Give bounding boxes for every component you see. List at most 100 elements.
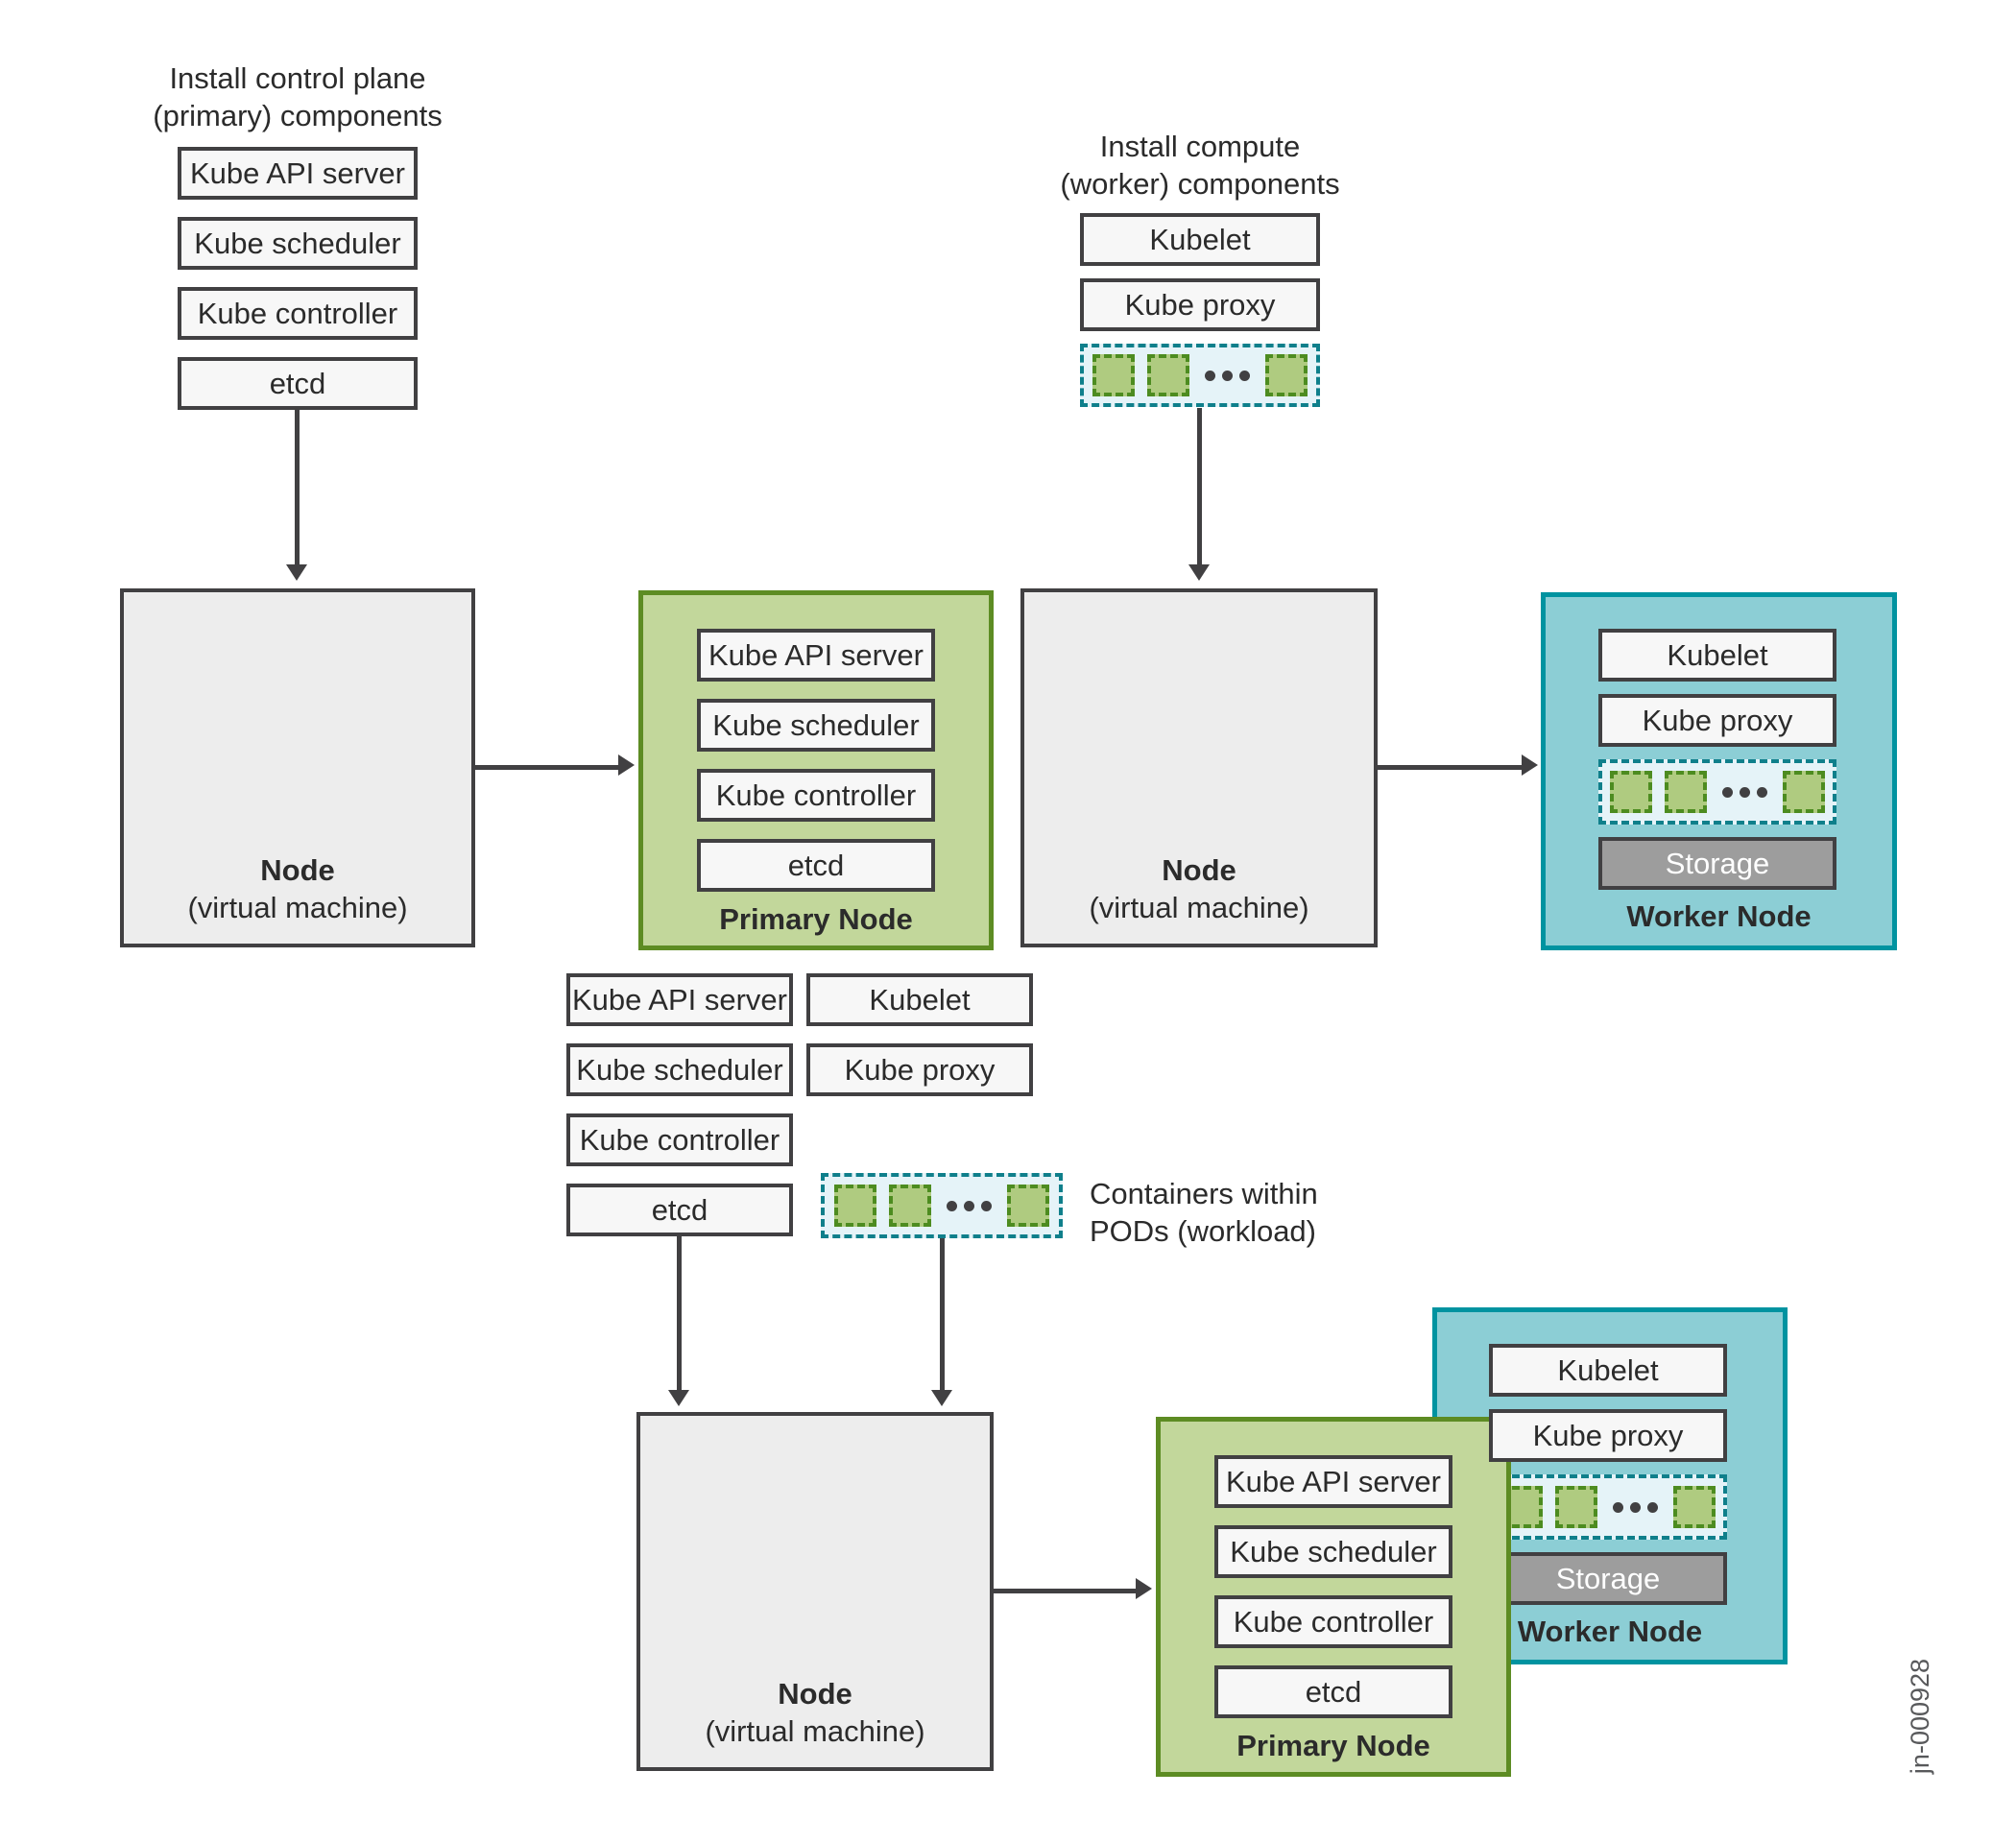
node-2-label: Node (virtual machine) bbox=[1024, 851, 1374, 926]
dot bbox=[981, 1200, 992, 1211]
primary-node-1-components: Kube API server Kube scheduler Kube cont… bbox=[697, 629, 935, 892]
node-3-virtual-machine: Node (virtual machine) bbox=[636, 1412, 994, 1771]
node-2-title: Node bbox=[1162, 853, 1236, 887]
arrow-node3-to-primary-head bbox=[1136, 1578, 1152, 1599]
arrow-worker-stack-to-node-head bbox=[1188, 564, 1210, 581]
worker-node-2-components: Kubelet Kube proxy Storage bbox=[1489, 1344, 1727, 1617]
component-box-etcd: etcd bbox=[178, 357, 418, 410]
worker-node-1-label: Worker Node bbox=[1626, 899, 1812, 933]
component-box-kube-api-server: Kube API server bbox=[178, 147, 418, 200]
figure-id: jn-000928 bbox=[1906, 1658, 1934, 1775]
node-3-subtitle: (virtual machine) bbox=[705, 1714, 925, 1748]
pod-icon bbox=[1147, 354, 1189, 396]
dot bbox=[1613, 1501, 1623, 1513]
dot bbox=[1757, 786, 1767, 798]
node-1-label: Node (virtual machine) bbox=[124, 851, 471, 926]
primary-node-2-label: Primary Node bbox=[1236, 1729, 1430, 1762]
pod-icon bbox=[1555, 1486, 1597, 1528]
component-box-etcd: etcd bbox=[697, 839, 935, 892]
arrow-pods-to-node3-head bbox=[931, 1390, 952, 1406]
dot bbox=[1222, 370, 1233, 381]
worker-node-1-components: Kubelet Kube proxy Storage bbox=[1598, 629, 1836, 902]
combined-control-plane-stack: Kube API server Kube scheduler Kube cont… bbox=[566, 973, 793, 1254]
component-box-kube-scheduler: Kube scheduler bbox=[566, 1043, 793, 1096]
compute-heading-line2: (worker) components bbox=[1060, 167, 1340, 201]
dot bbox=[1239, 370, 1250, 381]
control-plane-heading-line1: Install control plane bbox=[169, 61, 426, 95]
pod-icon bbox=[1783, 771, 1825, 813]
pods-strip bbox=[1598, 759, 1836, 825]
worker-component-stack: Kubelet Kube proxy bbox=[1080, 213, 1320, 419]
dot bbox=[1205, 370, 1215, 381]
pod-icon bbox=[1610, 771, 1652, 813]
node-2-subtitle: (virtual machine) bbox=[1089, 891, 1309, 924]
arrow-node3-to-primary-line bbox=[994, 1589, 1136, 1593]
pod-icon bbox=[834, 1185, 876, 1227]
component-box-kube-controller: Kube controller bbox=[566, 1113, 793, 1166]
node-3-label: Node (virtual machine) bbox=[640, 1675, 990, 1750]
node-2-virtual-machine: Node (virtual machine) bbox=[1020, 588, 1378, 947]
arrow-pods-to-node3-line bbox=[940, 1238, 945, 1390]
component-box-kubelet: Kubelet bbox=[1598, 629, 1836, 682]
component-box-etcd: etcd bbox=[566, 1184, 793, 1236]
arrow-node1-to-primary-line bbox=[475, 765, 618, 770]
node-1-subtitle: (virtual machine) bbox=[187, 891, 408, 924]
dot bbox=[1722, 786, 1733, 798]
component-box-kube-api-server: Kube API server bbox=[566, 973, 793, 1026]
control-plane-component-stack: Kube API server Kube scheduler Kube cont… bbox=[178, 147, 418, 427]
component-box-kube-scheduler: Kube scheduler bbox=[1214, 1525, 1452, 1578]
component-box-kube-api-server: Kube API server bbox=[697, 629, 935, 682]
node-1-title: Node bbox=[260, 853, 335, 887]
worker-node-1: Kubelet Kube proxy Storage Worker Node bbox=[1541, 592, 1897, 950]
primary-node-1: Kube API server Kube scheduler Kube cont… bbox=[638, 590, 994, 950]
component-box-kubelet: Kubelet bbox=[1489, 1344, 1727, 1397]
component-box-kube-scheduler: Kube scheduler bbox=[178, 217, 418, 270]
dot bbox=[1630, 1501, 1641, 1513]
arrow-node1-to-primary-head bbox=[618, 754, 635, 776]
component-box-kube-controller: Kube controller bbox=[697, 769, 935, 822]
dot bbox=[964, 1200, 974, 1211]
compute-heading-line1: Install compute bbox=[1099, 130, 1301, 163]
arrow-worker-stack-to-node-line bbox=[1197, 408, 1202, 564]
primary-node-1-label: Primary Node bbox=[719, 902, 913, 936]
node-1-virtual-machine: Node (virtual machine) bbox=[120, 588, 475, 947]
pod-icon bbox=[1092, 354, 1135, 396]
arrow-etcd-to-node3-head bbox=[668, 1390, 689, 1406]
primary-node-2-components: Kube API server Kube scheduler Kube cont… bbox=[1214, 1455, 1452, 1718]
pod-icon bbox=[1673, 1486, 1716, 1528]
pod-icon bbox=[1007, 1185, 1049, 1227]
component-box-kube-proxy: Kube proxy bbox=[1080, 278, 1320, 331]
ellipsis-icon bbox=[947, 1200, 992, 1211]
storage-box: Storage bbox=[1489, 1552, 1727, 1605]
component-box-kube-scheduler: Kube scheduler bbox=[697, 699, 935, 752]
node-3-title: Node bbox=[778, 1677, 852, 1711]
worker-node-2-label: Worker Node bbox=[1517, 1615, 1703, 1648]
combined-worker-stack: Kubelet Kube proxy bbox=[806, 973, 1033, 1113]
pods-annotation-line2: PODs (workload) bbox=[1090, 1214, 1316, 1248]
component-box-kubelet: Kubelet bbox=[806, 973, 1033, 1026]
pods-strip bbox=[1080, 344, 1320, 407]
pods-strip bbox=[821, 1173, 1063, 1238]
ellipsis-icon bbox=[1722, 786, 1767, 798]
arrow-control-plane-to-node-head bbox=[286, 564, 307, 581]
pod-icon bbox=[1665, 771, 1707, 813]
component-box-kube-proxy: Kube proxy bbox=[1598, 694, 1836, 747]
primary-node-2: Kube API server Kube scheduler Kube cont… bbox=[1156, 1417, 1511, 1777]
dot bbox=[947, 1200, 957, 1211]
arrow-node2-to-worker-head bbox=[1522, 754, 1538, 776]
arrow-node2-to-worker-line bbox=[1378, 765, 1522, 770]
dot bbox=[1647, 1501, 1658, 1513]
storage-box: Storage bbox=[1598, 837, 1836, 890]
arrow-etcd-to-node3-line bbox=[677, 1236, 682, 1390]
component-box-kube-proxy: Kube proxy bbox=[1489, 1409, 1727, 1462]
worker-node-2: Kubelet Kube proxy Storage Worker Node bbox=[1432, 1307, 1788, 1664]
compute-heading: Install compute (worker) components bbox=[1032, 128, 1368, 203]
pods-annotation: Containers within PODs (workload) bbox=[1090, 1175, 1416, 1250]
pods-annotation-line1: Containers within bbox=[1090, 1177, 1318, 1210]
component-box-kube-controller: Kube controller bbox=[1214, 1595, 1452, 1648]
component-box-kube-proxy: Kube proxy bbox=[806, 1043, 1033, 1096]
ellipsis-icon bbox=[1205, 370, 1250, 381]
pod-icon bbox=[1265, 354, 1308, 396]
component-box-kube-api-server: Kube API server bbox=[1214, 1455, 1452, 1508]
